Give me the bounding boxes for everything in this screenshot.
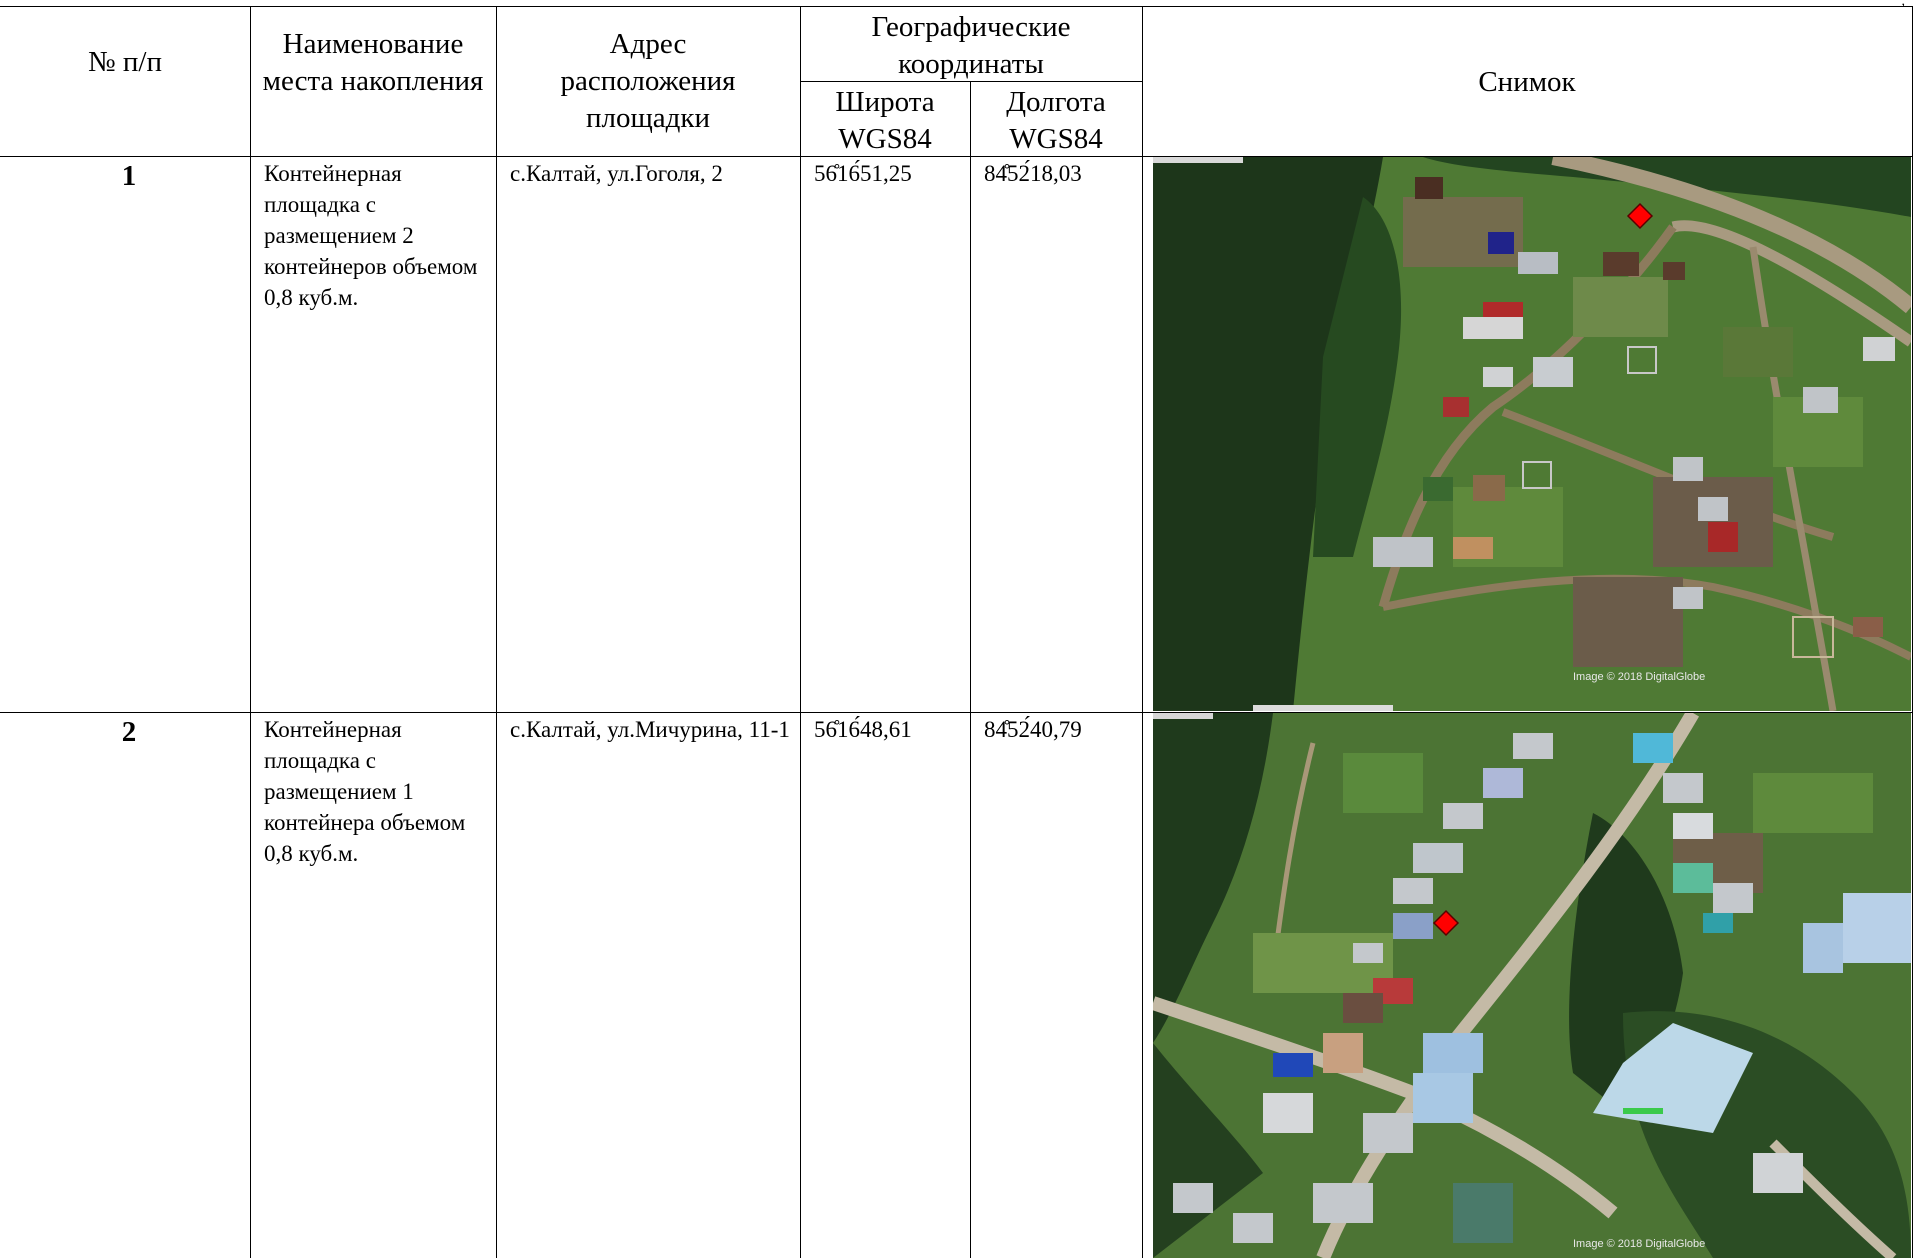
container-site-marker-icon	[1432, 909, 1460, 937]
row-2-longitude: 84̊52́40,79	[984, 717, 1082, 742]
col-divider-4	[970, 81, 971, 1258]
header-photo: Снимок	[1478, 66, 1576, 98]
row-1-image-credit: Image © 2018 DigitalGlobe	[1573, 671, 1706, 683]
header-name: Наименование места накопления	[262, 28, 484, 97]
row-2-image-credit: Image © 2018 DigitalGlobe	[1573, 1238, 1706, 1250]
row-1-longitude: 84̊52́18,03	[984, 161, 1082, 186]
row-2-latitude: 56̊16́48,61	[814, 717, 912, 742]
col-divider-2	[496, 6, 497, 1258]
row-1-latitude: 56̊16́51,25	[814, 161, 912, 186]
header-number: № п/п	[87, 46, 162, 78]
row-1-address: с.Калтай, ул.Гоголя, 2	[510, 161, 723, 186]
geo-subheader-divider	[800, 81, 1142, 82]
row-2-number: 2	[121, 716, 137, 748]
row-2-address: с.Калтай, ул.Мичурина, 11-1	[510, 717, 790, 742]
row-1-satellite-image: Image © 2018 DigitalGlobe	[1153, 157, 1911, 711]
container-site-marker-icon	[1626, 202, 1654, 230]
col-divider-3	[800, 6, 801, 1258]
row-2-site-name: Контейнерная площадка с размещением 1 ко…	[264, 717, 466, 866]
row-1-site-name: Контейнерная площадка с размещением 2 ко…	[264, 161, 478, 310]
header-lat: Широта WGS84	[835, 86, 935, 155]
header-bottom-border	[0, 156, 1912, 157]
row-1-satellite-svg	[1153, 157, 1911, 711]
row-2-satellite-image: Image © 2018 DigitalGlobe	[1153, 713, 1911, 1258]
page-corner-mark: ,	[1901, 0, 1906, 9]
row-1-number: 1	[121, 160, 137, 192]
header-geo: Географические координаты	[871, 11, 1071, 80]
header-address: Адрес расположения площадки	[560, 28, 736, 134]
row-divider	[0, 712, 1912, 713]
col-divider-1	[250, 6, 251, 1258]
col-divider-5	[1142, 6, 1143, 1258]
header-lon: Долгота WGS84	[1006, 86, 1106, 155]
row-2-satellite-svg	[1153, 713, 1911, 1258]
table-top-border	[0, 6, 1912, 7]
